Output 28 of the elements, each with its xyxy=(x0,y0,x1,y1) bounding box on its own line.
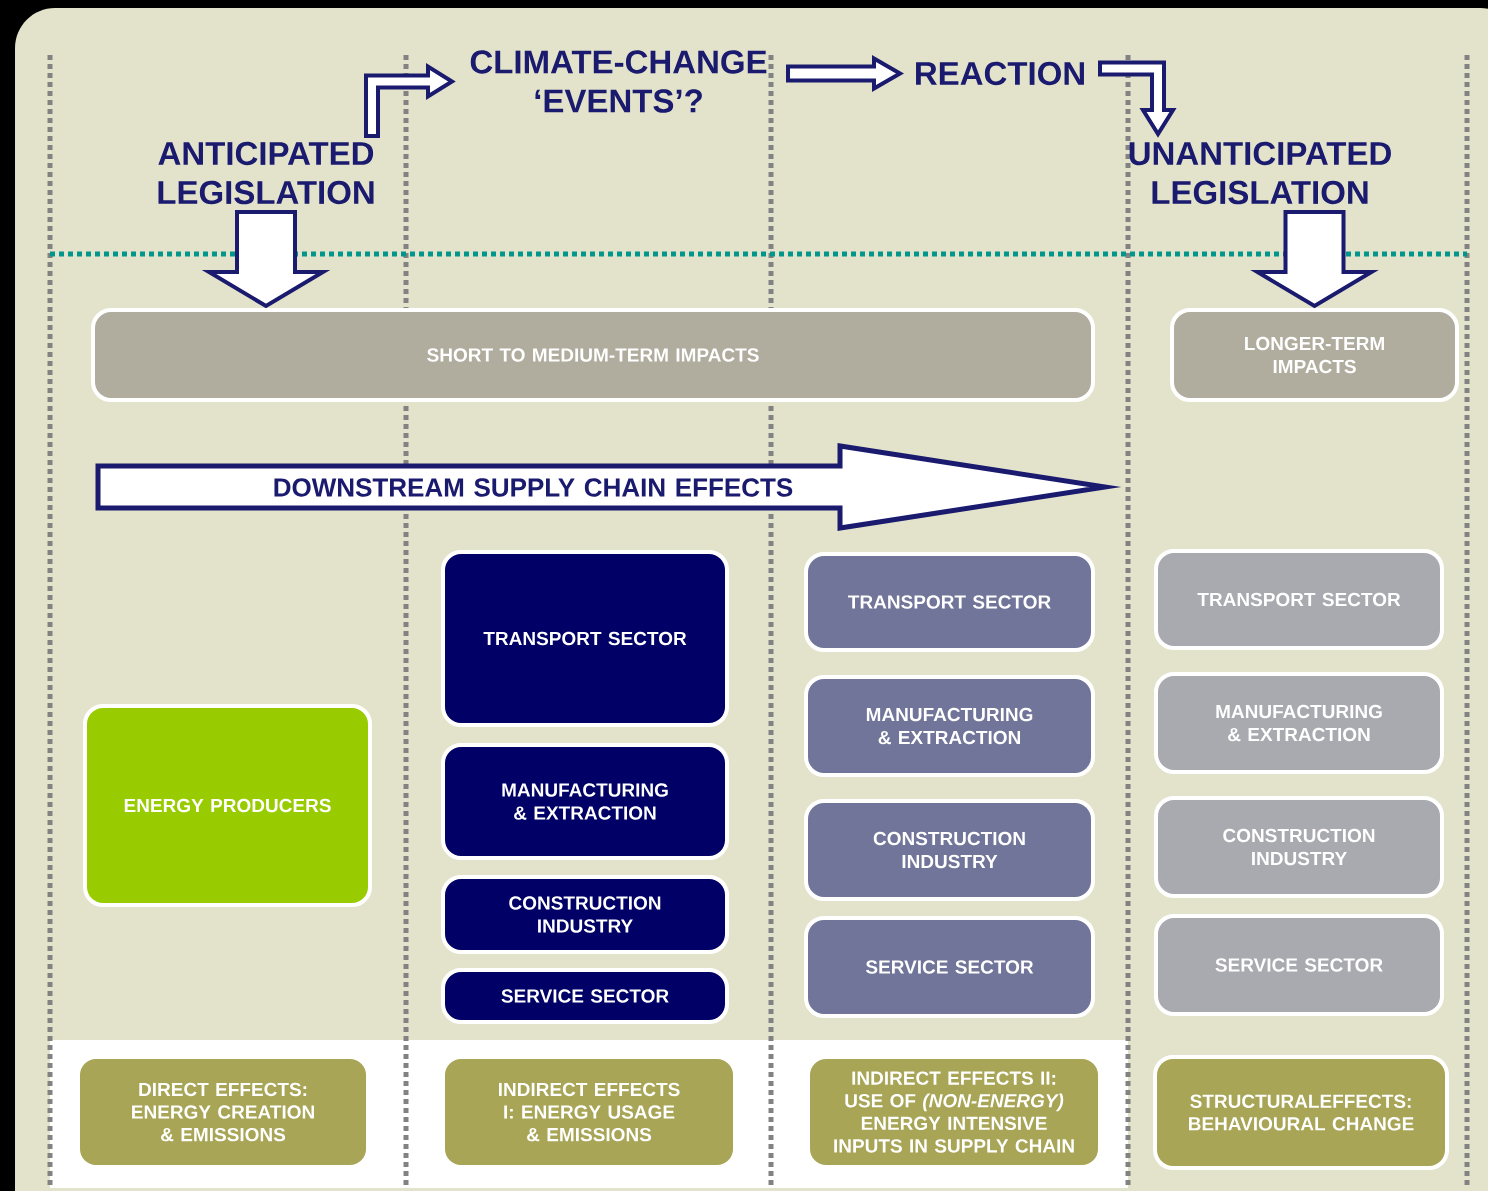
sector-box: MANUFACTURING & EXTRACTION xyxy=(441,743,729,860)
effect-box: STRUCTURALEFFECTS: BEHAVIOURAL CHANGE xyxy=(1153,1055,1449,1170)
hollow-arrow xyxy=(786,55,904,92)
sector-box: MANUFACTURING & EXTRACTION xyxy=(1154,672,1444,774)
effect-box: INDIRECT EFFECTS II: USE OF (NON-ENERGY) ENERGY INTENSIVE INPUTS IN SUPPLY CHAIN xyxy=(806,1055,1102,1169)
sector-box: TRANSPORT SECTOR xyxy=(804,552,1095,652)
producer-box: ENERGY PRODUCERS xyxy=(83,704,372,907)
impact-box: LONGER-TERM IMPACTS xyxy=(1170,308,1459,402)
hollow-arrow xyxy=(1098,60,1177,138)
sector-box: TRANSPORT SECTOR xyxy=(441,550,729,727)
sector-box: SERVICE SECTOR xyxy=(804,916,1095,1018)
effect-box: DIRECT EFFECTS: ENERGY CREATION & EMISSIONS xyxy=(76,1055,370,1169)
sector-box: SERVICE SECTOR xyxy=(1154,914,1444,1016)
hollow-arrow xyxy=(364,62,456,138)
impact-box: SHORT TO MEDIUM-TERM IMPACTS xyxy=(91,308,1095,402)
sector-box: CONSTRUCTION INDUSTRY xyxy=(441,875,729,954)
heading-text: UNANTICIPATED LEGISLATION xyxy=(1129,141,1391,205)
heading-text: CLIMATE-CHANGE ‘EVENTS’? xyxy=(470,50,767,113)
hollow-arrow xyxy=(201,210,331,309)
hollow-arrow xyxy=(1250,210,1379,309)
heading-text: REACTION xyxy=(916,61,1084,86)
sector-box: MANUFACTURING & EXTRACTION xyxy=(804,675,1095,777)
sector-box: TRANSPORT SECTOR xyxy=(1154,549,1444,650)
heading-text: ANTICIPATED LEGISLATION xyxy=(158,141,374,205)
sector-box: CONSTRUCTION INDUSTRY xyxy=(1154,796,1444,898)
sector-box: SERVICE SECTOR xyxy=(441,968,729,1024)
sector-box: CONSTRUCTION INDUSTRY xyxy=(804,799,1095,901)
effect-box: INDIRECT EFFECTS I: ENERGY USAGE & EMISSIONS xyxy=(441,1055,737,1169)
